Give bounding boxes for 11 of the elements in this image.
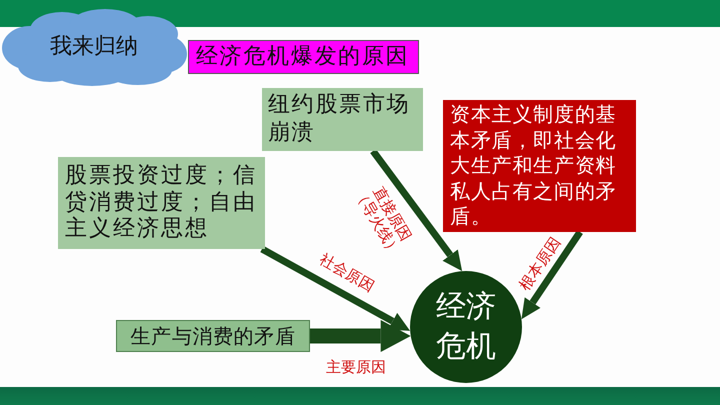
arrow	[370, 148, 462, 272]
cloud-bubble: 我来归纳	[0, 8, 188, 86]
text-box: 资本主义制度的基本矛盾，即社会化大生产和生产资料私人占有之间的矛盾。	[443, 100, 636, 232]
arrow	[260, 246, 410, 331]
title-banner: 经济危机爆发的原因	[188, 40, 419, 74]
arrow	[521, 230, 583, 320]
text-box: 股票投资过度；信贷消费过度；自由主义经济思想	[58, 157, 265, 249]
text-box: 生产与消费的矛盾	[116, 320, 310, 352]
arrow	[310, 320, 411, 352]
text-box: 纽约股票市场崩溃	[262, 88, 423, 151]
edge-label: 主要原因	[326, 358, 386, 376]
